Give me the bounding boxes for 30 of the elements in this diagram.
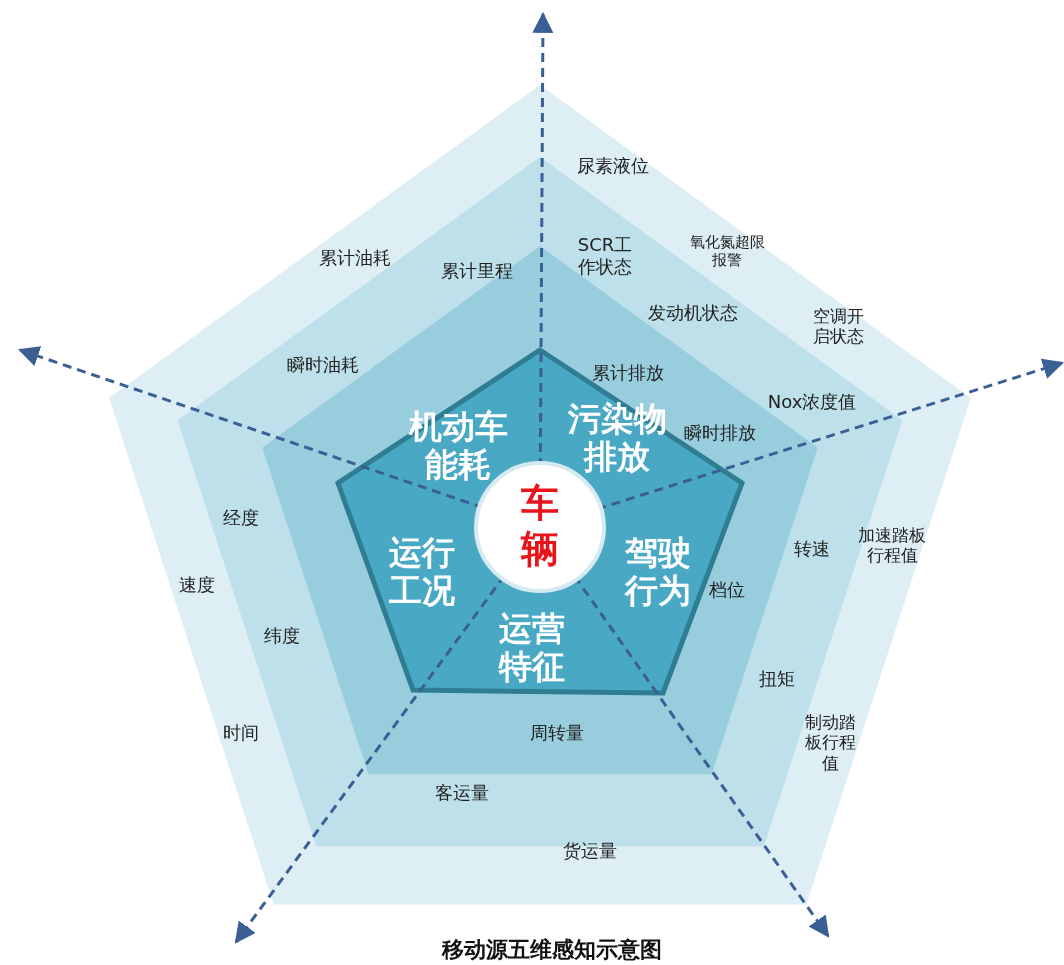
sector-title: 机动车能耗 <box>407 408 509 484</box>
sector-title: 运营特征 <box>498 610 566 686</box>
center-title: 车辆 <box>520 481 560 573</box>
sector-title: 污染物排放 <box>566 400 668 476</box>
indicator-label: 货运量 <box>563 840 617 862</box>
indicator-label: Nox浓度值 <box>767 391 857 413</box>
indicator-label: 累计里程 <box>441 260 513 282</box>
indicator-label: 经度 <box>223 507 259 529</box>
indicator-label: SCR工作状态 <box>576 234 634 278</box>
indicator-label: 氧化氮超限报警 <box>688 233 766 269</box>
indicator-label: 档位 <box>709 579 745 601</box>
indicator-label: 瞬时油耗 <box>287 354 359 376</box>
indicator-label: 周转量 <box>530 722 584 744</box>
indicator-label: 速度 <box>179 574 215 596</box>
caption: 移动源五维感知示意图 <box>442 936 662 964</box>
indicator-label: 制动踏板行程值 <box>803 712 857 774</box>
indicator-label: 时间 <box>223 722 259 744</box>
indicator-label: 累计排放 <box>592 362 664 384</box>
indicator-label: 空调开启状态 <box>811 305 865 347</box>
indicator-label: 尿素液位 <box>577 155 649 177</box>
sector-title: 驾驶行为 <box>624 534 692 610</box>
indicator-label: 发动机状态 <box>648 302 738 324</box>
indicator-label: 瞬时排放 <box>684 422 756 444</box>
indicator-label: 客运量 <box>435 782 489 804</box>
indicator-label: 扭矩 <box>759 668 795 690</box>
indicator-label: 转速 <box>794 538 830 560</box>
indicator-label: 累计油耗 <box>319 247 391 269</box>
indicator-label: 纬度 <box>264 625 300 647</box>
sector-title: 运行工况 <box>388 534 456 610</box>
indicator-label: 加速踏板行程值 <box>857 524 927 566</box>
